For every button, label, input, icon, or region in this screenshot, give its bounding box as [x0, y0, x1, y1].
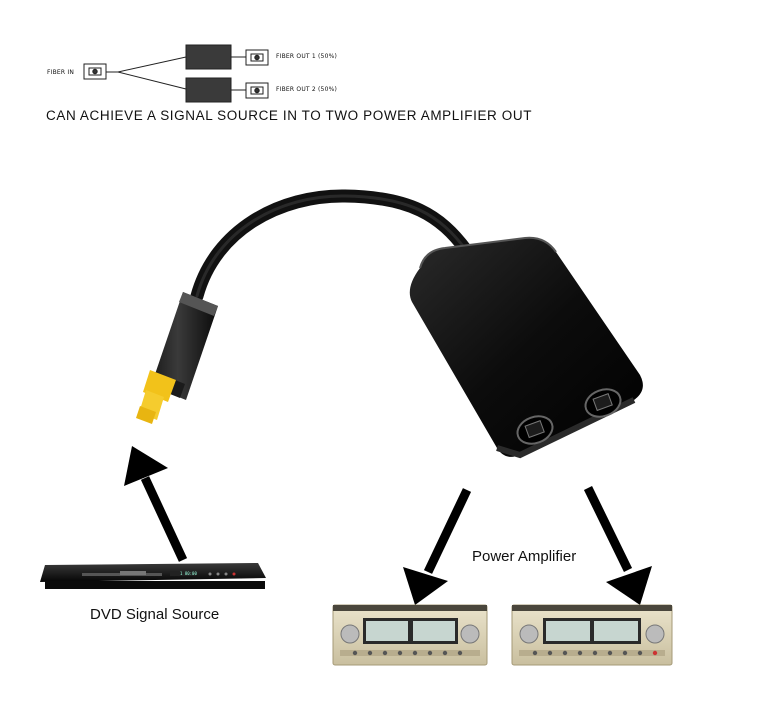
fiber-out-2-label: FIBER OUT 2 (50%): [276, 86, 338, 93]
amplifier-right: [511, 604, 673, 666]
amplifier-left: [332, 604, 488, 666]
power-amplifier-caption: Power Amplifier: [472, 548, 577, 565]
dvd-player: 1 80:00: [40, 563, 266, 589]
arrow-to-amp-left: [403, 488, 472, 605]
splitter-box: [409, 236, 643, 459]
dvd-source-caption: DVD Signal Source: [90, 606, 220, 623]
fiber-in-label: FIBER IN: [47, 69, 75, 76]
fiber-out-1-label: FIBER OUT 1 (50%): [276, 53, 338, 60]
arrow-to-amp-right: [583, 486, 652, 605]
arrow-to-plug: [124, 446, 188, 562]
toslink-plug: [136, 292, 218, 424]
svg-text:1 80:00: 1 80:00: [180, 571, 197, 576]
headline: CAN ACHIEVE A SIGNAL SOURCE IN TO TWO PO…: [46, 108, 533, 123]
splitter-schematic: [83, 44, 269, 103]
